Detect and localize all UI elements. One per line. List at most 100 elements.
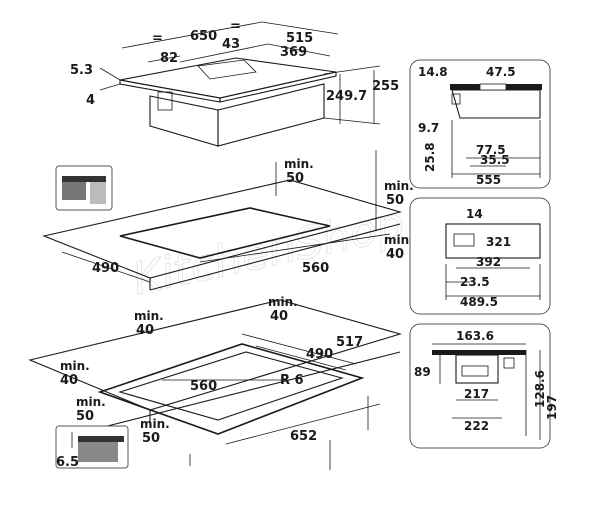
dim-82: 82 (160, 51, 178, 66)
hob-3d-view: = 650 = 43 515 369 82 5.3 4 249.7 255 (70, 19, 399, 147)
counter-outline-lower (28, 299, 402, 411)
dim-490-top: 490 (92, 261, 119, 276)
detail-icon-hob-body (90, 182, 106, 204)
top-view-panel: 14 321 392 23.5 489.5 (409, 197, 551, 315)
detail-icon-top (55, 165, 113, 211)
dim-77-5: 77.5 (476, 143, 506, 157)
dim-4: 4 (86, 93, 95, 108)
dim-650: 650 (190, 29, 217, 44)
detail-icon-bottom-body (78, 442, 118, 462)
detail-icon-counter (62, 182, 86, 200)
dim-560-top: 560 (302, 261, 329, 276)
dim-163-6: 163.6 (456, 329, 494, 343)
dim-5-3: 5.3 (70, 63, 93, 78)
dim-128-6: 128.6 (533, 370, 547, 408)
dim-249-7: 249.7 (326, 89, 367, 104)
side-view-panel: 14.8 47.5 9.7 25.8 77.5 35.5 555 (409, 59, 551, 189)
hob-glass-top (119, 57, 337, 99)
cutout-hole (119, 207, 331, 259)
dim-equal-right: = (230, 19, 241, 34)
hob-connector-box (157, 91, 173, 111)
min-40-left-value-b: 40 (60, 373, 78, 388)
side-connector (451, 93, 461, 105)
dim-9-7: 9.7 (418, 121, 439, 135)
min-40-left-value: 40 (136, 323, 154, 338)
side-vent (479, 83, 507, 91)
min-50-left-value-b: 50 (76, 409, 94, 424)
cutout-top-view: min. 50 min. 50 min. 40 490 560 min. 40 (42, 150, 414, 338)
min-40-left-label-b: min. (60, 359, 90, 373)
dim-line-515 (261, 21, 339, 35)
radius-label: R 6 (280, 373, 304, 388)
dim-equal-left: = (152, 31, 163, 46)
min-50-front-value: 50 (142, 431, 160, 446)
dim-560-b: 560 (190, 379, 217, 394)
dim-ext-5-3 (99, 67, 121, 81)
countertop-outline (42, 179, 403, 279)
dim-line-650 (121, 21, 263, 49)
min-50-front-label: min. (140, 417, 170, 431)
dim-222: 222 (464, 419, 489, 433)
dim-line-490-b (255, 345, 347, 371)
min-50-top-label: min. (284, 157, 314, 171)
hob-glass-edge-front (119, 79, 221, 103)
dim-255: 255 (372, 79, 399, 94)
dim-ext-4 (99, 83, 121, 91)
dim-369: 369 (280, 45, 307, 60)
dim-555: 555 (476, 173, 501, 187)
dim-321: 321 (486, 235, 511, 249)
detail-icon-glass (62, 176, 106, 182)
dim-515: 515 (286, 31, 313, 46)
dim-490-b: 490 (306, 347, 333, 362)
dim-47-5: 47.5 (486, 65, 516, 79)
dim-392: 392 (476, 255, 501, 269)
dim-14: 14 (466, 207, 483, 221)
dim-14-8: 14.8 (418, 65, 448, 79)
dim-517: 517 (336, 335, 363, 350)
min-40-top-value-b: 40 (270, 309, 288, 324)
front-vent (461, 365, 489, 377)
dim-line-82 (147, 55, 181, 63)
side-body (451, 89, 541, 119)
hob-glass-edge-side (219, 71, 337, 103)
min-40-right-value: 40 (386, 247, 404, 262)
front-connector (503, 357, 515, 369)
hob-frame-inner (118, 351, 344, 421)
dim-43: 43 (222, 37, 240, 52)
top-view-outline (445, 223, 541, 259)
dim-89: 89 (414, 365, 431, 379)
detail-icon-bottom: 6.5 (55, 425, 129, 470)
front-body (455, 354, 499, 384)
min-50-right-label: min. (384, 179, 414, 193)
dim-ext-bottom (323, 117, 381, 125)
dim-line-517 (241, 333, 357, 365)
hob-body-side (217, 83, 325, 147)
min-50-left-label-b: min. (76, 395, 106, 409)
dim-652: 652 (290, 429, 317, 444)
hob-vent-slot (197, 59, 257, 80)
cutout-bottom-view: min. 40 517 490 560 R 6 652 min. 40 min.… (28, 295, 402, 466)
side-view-frame (409, 59, 551, 189)
dim-6-5: 6.5 (56, 455, 79, 470)
min-40-right-label: min. (384, 233, 414, 247)
counter-front-line-lower (59, 351, 401, 439)
min-50-top-value: 50 (286, 171, 304, 186)
dim-line-652 (225, 403, 381, 445)
hob-body-front (149, 95, 219, 147)
hob-frame-outer (97, 343, 365, 435)
top-view-vent (453, 233, 475, 247)
dim-line-490 (61, 251, 151, 283)
dim-line-43 (179, 43, 269, 63)
dim-25-8: 25.8 (423, 142, 437, 172)
top-view-frame (409, 197, 551, 315)
dim-217: 217 (464, 387, 489, 401)
dim-489-5: 489.5 (460, 295, 498, 309)
dim-line-369 (267, 43, 331, 57)
dim-line-560 (199, 233, 391, 263)
dim-35-5: 35.5 (480, 153, 510, 167)
dim-197: 197 (545, 395, 559, 420)
front-view-panel: 163.6 89 217 222 128.6 197 (409, 323, 559, 449)
front-glass (432, 350, 526, 355)
countertop-front-line (149, 223, 401, 291)
